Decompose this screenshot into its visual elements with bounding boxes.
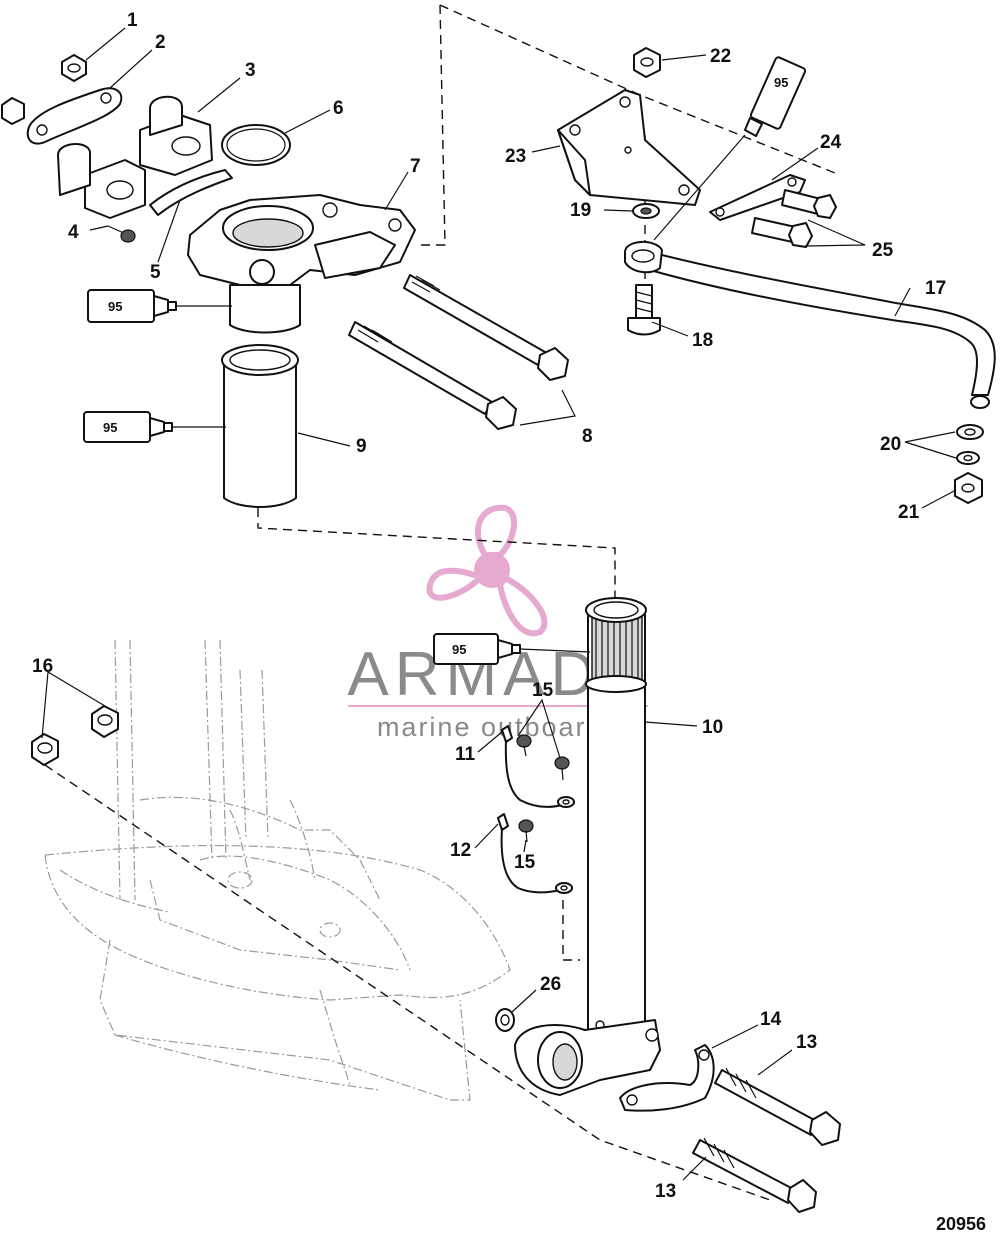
part-14-clamp-strap [619,1044,715,1112]
part-20-washer-upper [956,424,984,440]
callout-7: 7 [410,156,421,177]
callout-24: 24 [820,132,842,153]
part-26-washer [495,1008,515,1032]
part-25-bolt-upper [781,189,837,219]
part-8-bolt-upper [403,274,569,381]
part-4-screw [107,225,136,243]
callout-19: 19 [570,200,591,221]
callout-15-lower: 15 [514,852,536,873]
sealant-tube-bracket: 95 [87,289,232,323]
callout-5: 5 [150,262,161,283]
part-10-steering-tube [585,597,647,1041]
callout-18: 18 [692,330,713,351]
drawing-number: 20956 [936,1214,986,1234]
part-16-nut-left [31,733,59,766]
part-19-washer [632,203,660,219]
sealant-tube-sleeve-label: 95 [103,420,117,435]
callout-25: 25 [872,240,894,261]
part-10-lower-yoke [514,1019,661,1096]
part-2-strap [26,87,123,145]
callout-10: 10 [702,717,723,738]
callout-14: 14 [760,1009,782,1030]
part-25-bolt-lower [751,217,813,248]
part-12-ground-strap [497,813,573,894]
part-7-swivel-bracket [187,194,416,334]
part-3-mount-front [57,143,146,219]
callout-20: 20 [880,434,901,455]
part-1-nut [61,54,87,82]
callout-16: 16 [32,656,53,677]
callout-8: 8 [582,426,593,447]
part-3-mount-rear [139,95,213,176]
callout-12: 12 [450,840,471,861]
part-13-bolt-upper [714,1067,841,1146]
sealant-tube-steering: 95 [433,633,591,665]
callout-13-upper: 13 [796,1032,817,1053]
sealant-tube-bracket-label: 95 [108,299,122,314]
part-17-link-rod [624,241,996,409]
callout-17: 17 [925,278,946,299]
part-23-bracket-plate [557,89,701,206]
callout-11: 11 [455,744,476,765]
callout-15-upper: 15 [532,680,554,701]
part-15-screw-lower [518,819,534,843]
callout-4: 4 [68,222,79,243]
sealant-tube-plate-label: 95 [774,75,788,90]
callout-23: 23 [505,146,526,167]
part-2-nut-left [1,97,25,125]
lower-unit-ghost-outline [44,639,511,1101]
callout-2: 2 [155,32,166,53]
callout-leaders [41,27,957,1181]
part-18-bolt [627,284,661,336]
propeller-logo-icon [426,504,548,637]
sealant-tube-sleeve: 95 [83,411,226,443]
callout-26: 26 [540,974,561,995]
assembly-dashed-lines [44,4,841,1201]
part-15-screw-mid [554,756,570,781]
watermark-tagline: marine outboards [377,712,619,742]
callout-3: 3 [245,60,256,81]
part-8-bolt-lower [348,321,517,430]
part-13-bolt-lower [692,1137,817,1213]
part-6-ring [221,124,291,166]
callout-1: 1 [127,10,138,31]
part-22-nut [633,47,661,78]
part-24-plate [709,174,806,221]
part-16-nut-right [91,705,119,738]
part-21-nut [954,472,983,504]
part-5-strip [149,169,233,216]
callout-13-lower: 13 [655,1181,676,1202]
sealant-tube-steering-label: 95 [452,642,466,657]
callout-22: 22 [710,46,731,67]
part-9-sleeve [221,344,299,508]
callout-21: 21 [898,502,920,523]
callout-6: 6 [333,98,344,119]
sealant-tube-plate: 95 [653,56,807,241]
part-15-screw-upper [516,734,532,757]
part-20-washer-lower [956,451,980,465]
part-11-ground-strap [501,725,575,808]
callout-9: 9 [356,436,367,457]
callout-labels: 1 2 3 4 5 6 7 8 9 10 11 12 13 13 14 15 1… [32,10,946,1202]
